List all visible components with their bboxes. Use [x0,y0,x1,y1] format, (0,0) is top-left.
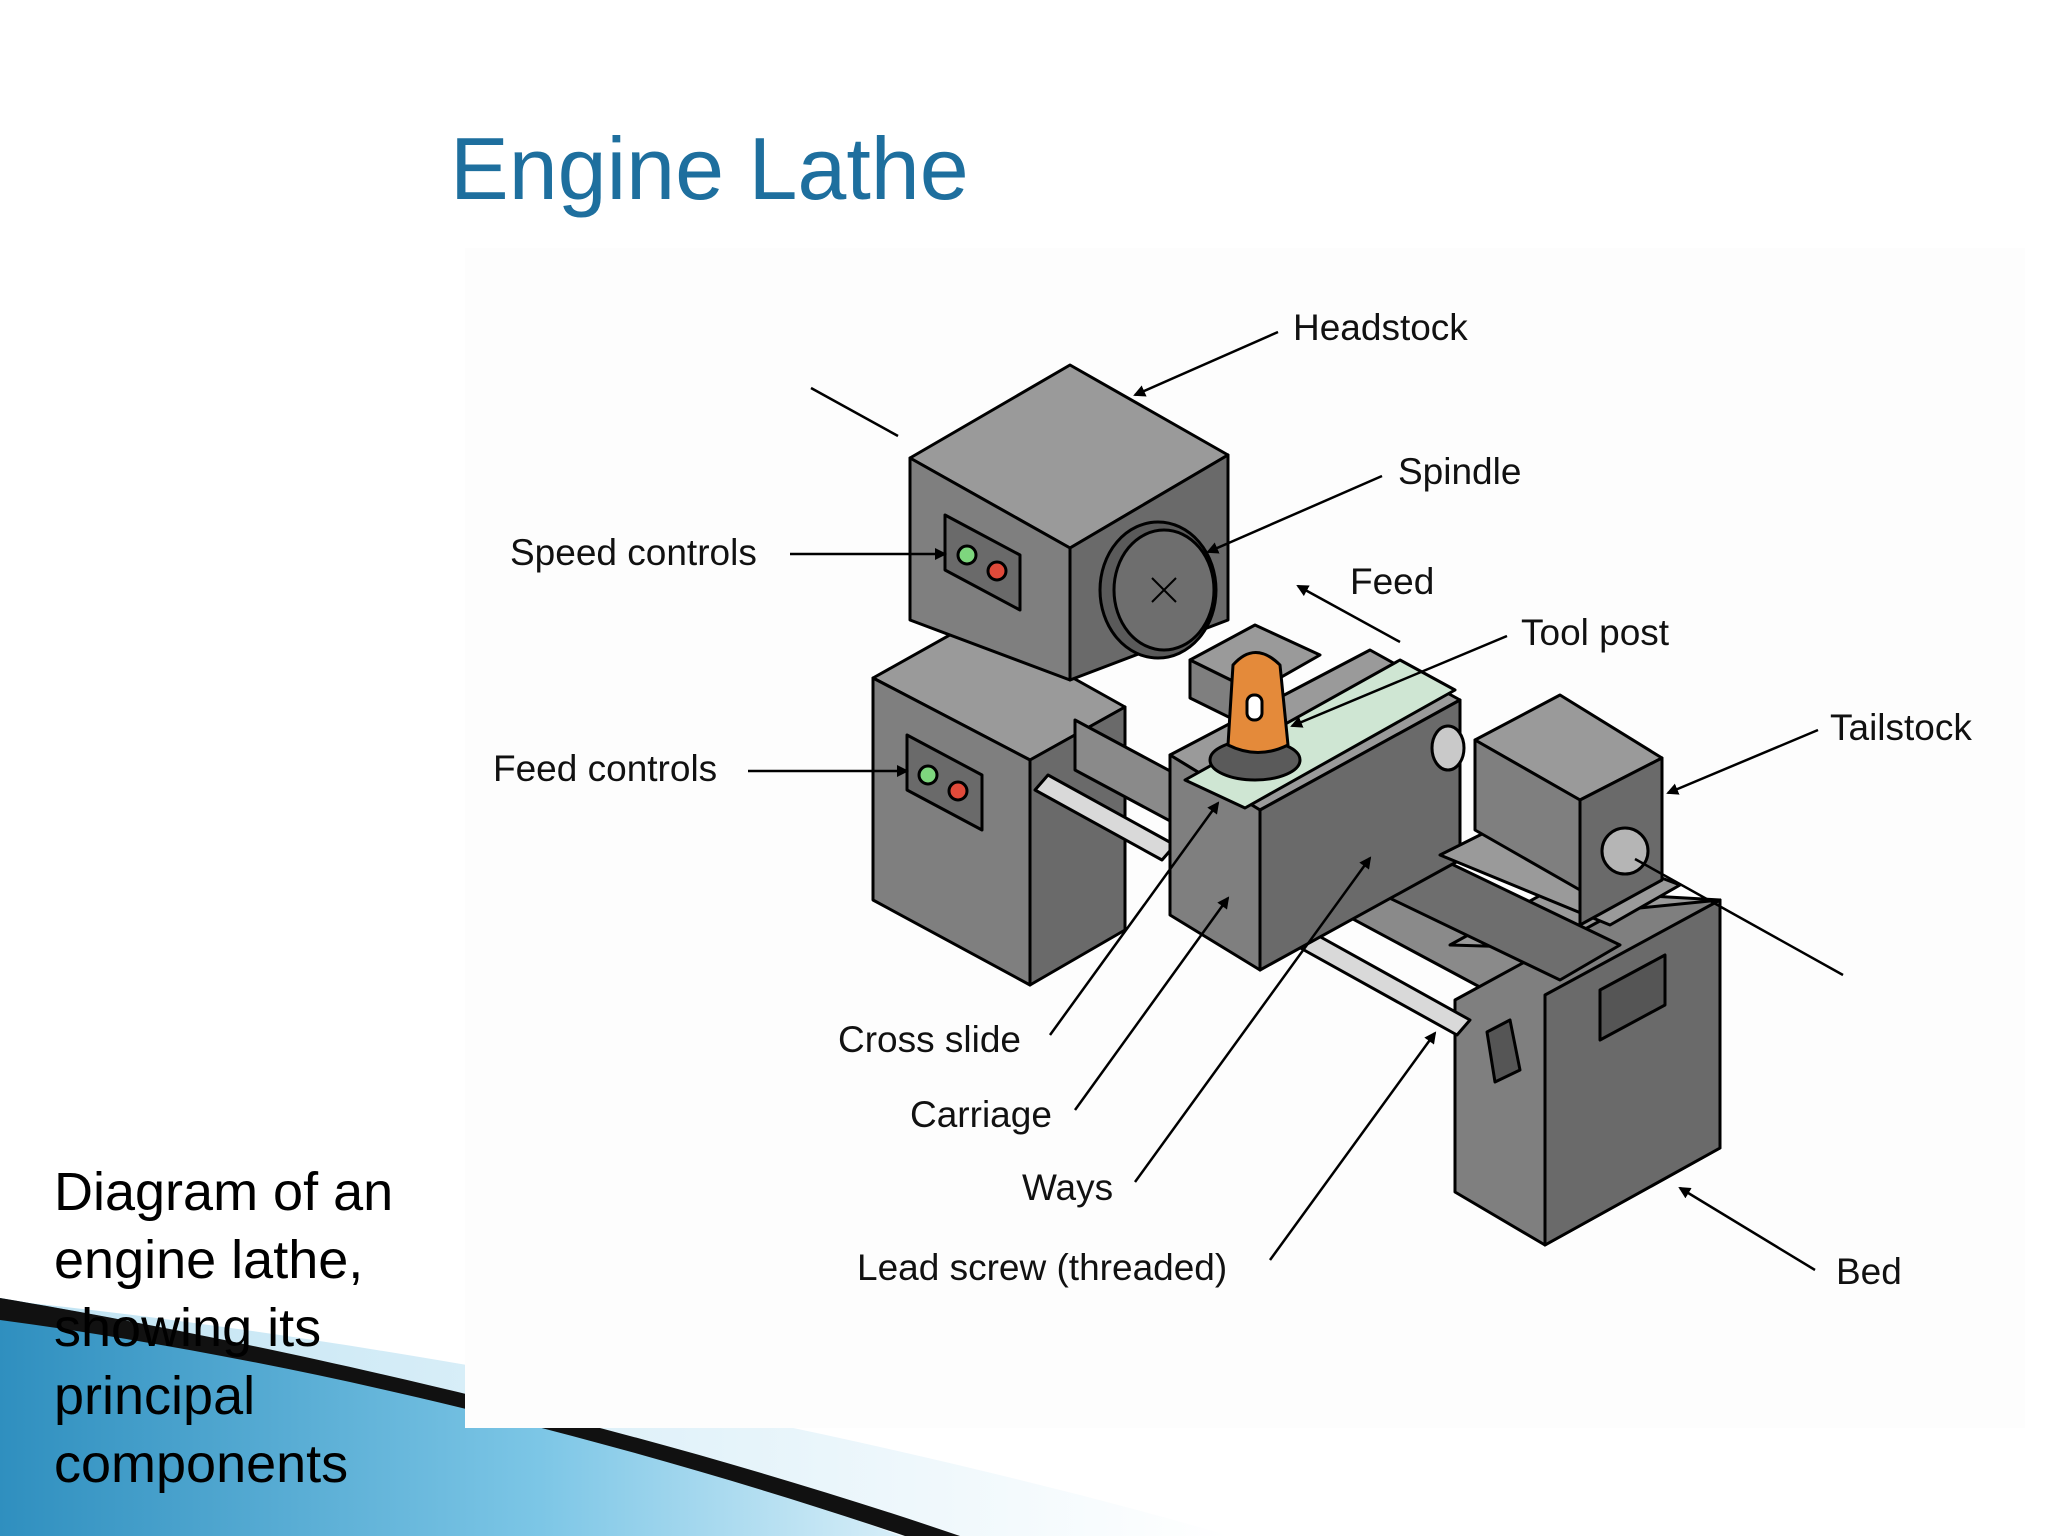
spindle-axis-line-right [1634,857,1844,977]
label-tailstock: Tailstock [1830,707,1972,748]
label-bed: Bed [1836,1251,1902,1292]
label-ways: Ways [1022,1167,1113,1208]
spindle-chuck [1098,520,1218,660]
spindle-leader [1206,474,1383,554]
bed-leg [1453,898,1722,1247]
bed-leader [1678,1186,1816,1272]
lead-screw-leader [1268,1031,1437,1261]
feed-control-panel [905,733,984,832]
label-carriage: Carriage [910,1094,1052,1135]
carriage-leader [1073,896,1230,1111]
feed-red-button [947,780,969,802]
slide-caption: Diagram of an engine lathe, showing its … [54,1162,394,1494]
label-speed-controls: Speed controls [510,532,757,573]
tailstock-leader [1666,728,1819,795]
label-spindle: Spindle [1398,451,1521,492]
label-feed-controls: Feed controls [493,748,717,789]
label-cross-slide: Cross slide [838,1019,1021,1060]
lead-screw-bar [1033,773,1522,1084]
tailstock [1430,693,1682,927]
tool-post [1208,651,1302,782]
spindle-axis-line-left [810,386,899,438]
label-feed: Feed [1350,561,1434,602]
label-lead-screw: Lead screw (threaded) [857,1247,1227,1288]
tailstock-handwheel [1600,826,1650,876]
speed-green-button [956,544,978,566]
feed-green-button [917,764,939,786]
tool-post-leader [1290,634,1508,728]
label-tool-post: Tool post [1521,612,1670,653]
speed-red-button [986,560,1008,582]
cross-slide-leader [1048,801,1220,1036]
ways-leader [1133,856,1372,1183]
label-headstock: Headstock [1293,307,1468,348]
feed-arrow [1296,584,1401,644]
headstock-leader [1133,330,1279,397]
slide-title: Engine Lathe [450,119,969,218]
